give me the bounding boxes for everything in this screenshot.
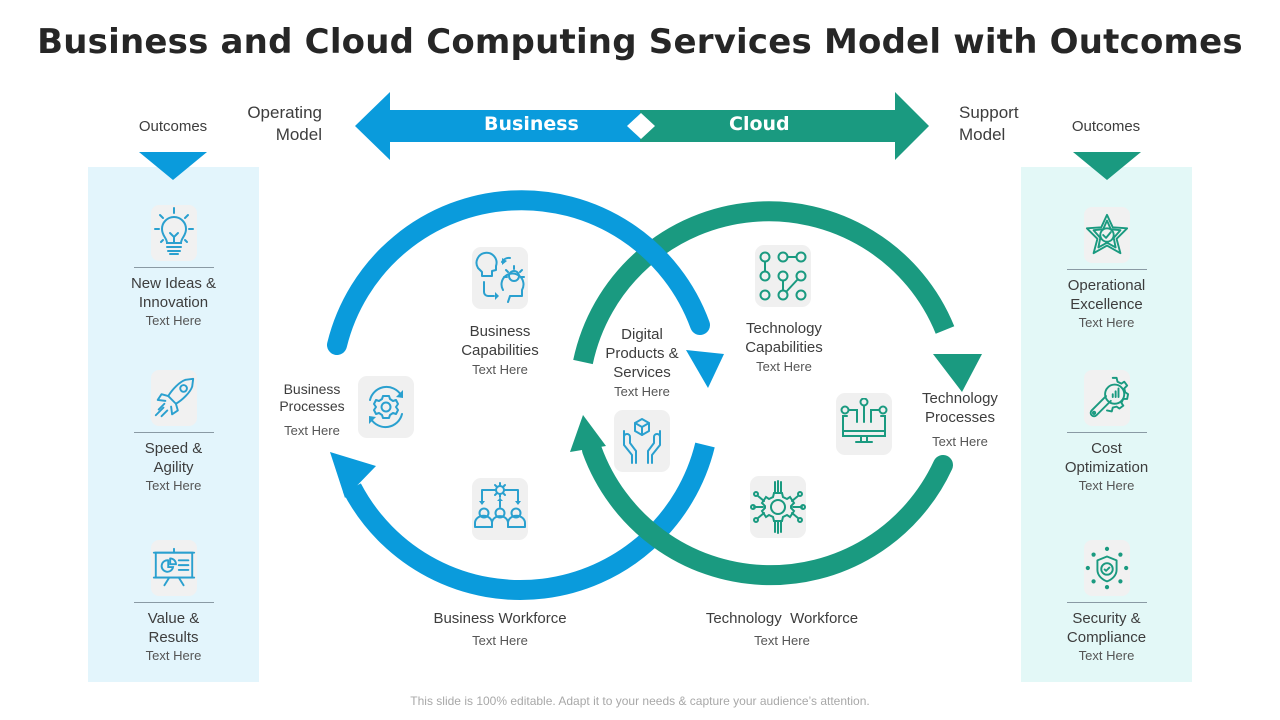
slide-title: Business and Cloud Computing Services Mo… — [37, 22, 1243, 62]
outcome-new-ideas: New Ideas & Innovation Text Here — [88, 205, 259, 329]
business-cycle-top-arc — [327, 190, 710, 355]
business-cycle-top-arrowhead — [686, 350, 724, 388]
node-business-workforce: Business Workforce Text Here — [433, 610, 567, 648]
cloud-cycle-bottom-arc — [582, 440, 953, 586]
separator — [133, 602, 214, 603]
hands-box-icon — [614, 410, 670, 472]
outcome-value-results: Value & Results Text Here — [88, 540, 259, 664]
cloud-arrow — [640, 92, 929, 160]
cloud-cycle-bottom-arrowhead — [570, 415, 606, 452]
banner-business-label: Business — [484, 113, 579, 135]
footer-note: This slide is 100% editable. Adapt it to… — [410, 694, 870, 708]
separator — [133, 267, 214, 268]
node-technology-workforce: Technology Workforce Text Here — [705, 610, 859, 648]
cloud-cycle-top-arrowhead — [933, 354, 982, 392]
wrench-gear-icon — [1083, 370, 1130, 426]
lightbulb-icon — [150, 205, 197, 261]
separator — [1066, 602, 1147, 603]
node-technology-processes: Technology Processes Text Here — [922, 390, 998, 449]
left-outcomes-pointer — [139, 152, 207, 180]
monitor-circuit-icon — [836, 393, 892, 455]
right-outcomes-pointer — [1073, 152, 1141, 180]
team-gear-icon — [472, 478, 528, 540]
business-arrow — [355, 92, 640, 160]
business-cycle-bottom-arrowhead — [330, 452, 376, 498]
heads-exchange-icon — [472, 247, 528, 309]
separator — [133, 432, 214, 433]
outcome-speed-agility: Speed & Agility Text Here — [88, 370, 259, 494]
outcome-operational-excellence: Operational Excellence Text Here — [1021, 207, 1192, 331]
separator — [1066, 269, 1147, 270]
presentation-board-icon — [150, 540, 197, 596]
shield-stars-icon — [1083, 540, 1130, 596]
node-business-capabilities: Business Capabilities Text Here — [461, 323, 539, 377]
outcome-cost-optimization: Cost Optimization Text Here — [1021, 370, 1192, 494]
node-grid-icon — [755, 245, 811, 307]
node-business-processes: Business Processes Text Here — [279, 381, 345, 438]
gear-cycle-icon — [358, 376, 414, 438]
banner-divider-diamond — [627, 113, 655, 139]
business-cloud-banner — [355, 92, 929, 160]
star-badge-icon — [1083, 207, 1130, 263]
support-model-label: Support Model — [959, 103, 1019, 144]
node-technology-capabilities: Technology Capabilities Text Here — [745, 320, 823, 374]
outcome-security-compliance: Security & Compliance Text Here — [1021, 540, 1192, 664]
circuit-gear-icon — [750, 476, 806, 538]
left-outcomes-label: Outcomes — [138, 118, 208, 135]
node-digital-products: Digital Products & Services Text Here — [605, 326, 679, 399]
banner-cloud-label: Cloud — [729, 113, 790, 135]
separator — [1066, 432, 1147, 433]
right-outcomes-label: Outcomes — [1071, 118, 1141, 135]
operating-model-label: Operating Model — [247, 103, 322, 144]
rocket-icon — [150, 370, 197, 426]
cloud-cycle-top-arc — [573, 201, 955, 365]
business-cycle-bottom-arc — [343, 442, 715, 600]
